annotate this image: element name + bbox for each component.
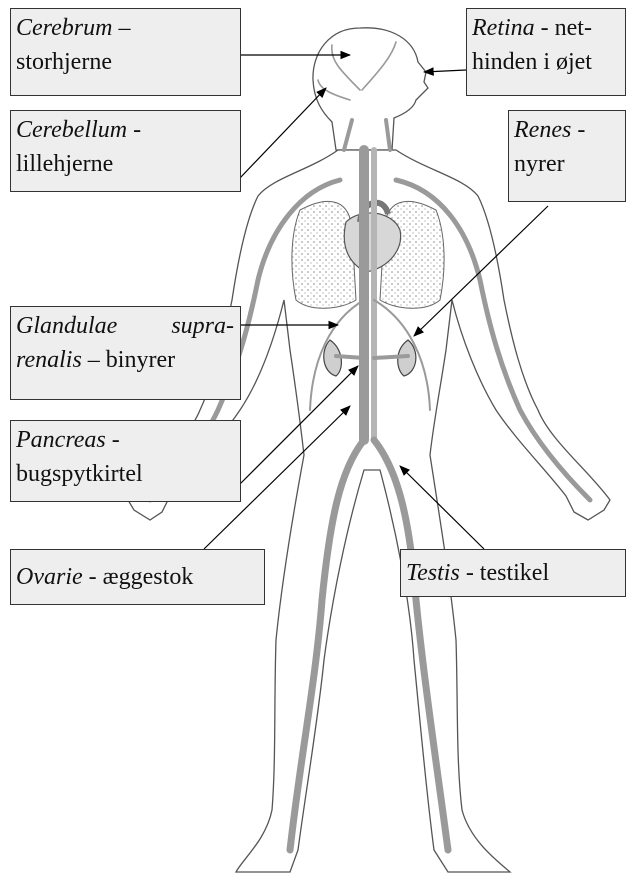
sep-cerebellum: -	[127, 117, 141, 143]
gloss-testis: - testikel	[460, 560, 549, 586]
term-testis: Testis	[406, 560, 460, 586]
gloss-ovarie: - æggestok	[83, 564, 194, 590]
leader-retina	[424, 70, 466, 72]
term-glandulae-1: Glandulae	[16, 309, 117, 343]
term-ovarie: Ovarie	[16, 564, 83, 590]
gloss-renes: nyrer	[514, 147, 619, 181]
term-cerebrum: Cerebrum	[16, 15, 112, 41]
term-glandulae-3: renalis	[16, 347, 82, 373]
gloss-cerebellum: lillehjerne	[16, 147, 234, 181]
gloss-retina: hinden i øjet	[472, 45, 619, 79]
sep-retina: - net-	[535, 15, 592, 41]
label-cerebellum: Cerebellum - lillehjerne	[10, 110, 241, 192]
label-glandulae: Glandulae supra- renalis – binyrer	[10, 306, 241, 400]
term-retina: Retina	[472, 15, 535, 41]
term-glandulae-2: supra-	[171, 309, 234, 343]
label-ovarie: Ovarie - æggestok	[10, 549, 265, 605]
label-testis: Testis - testikel	[400, 549, 626, 597]
term-pancreas: Pancreas	[16, 427, 106, 453]
head-outline	[313, 28, 428, 150]
label-renes: Renes - nyrer	[508, 110, 626, 202]
term-cerebellum: Cerebellum	[16, 117, 127, 143]
sep-renes: -	[571, 117, 585, 143]
label-pancreas: Pancreas - bugspytkirtel	[10, 420, 241, 502]
sep-pancreas: -	[106, 427, 120, 453]
sep-cerebrum: –	[112, 15, 130, 41]
gloss-glandulae: – binyrer	[82, 347, 175, 373]
left-lung	[292, 201, 356, 308]
gloss-cerebrum: storhjerne	[16, 45, 234, 79]
gloss-pancreas: bugspytkirtel	[16, 457, 234, 491]
label-retina: Retina - net- hinden i øjet	[466, 8, 626, 96]
label-cerebrum: Cerebrum – storhjerne	[10, 8, 241, 96]
term-renes: Renes	[514, 117, 571, 143]
